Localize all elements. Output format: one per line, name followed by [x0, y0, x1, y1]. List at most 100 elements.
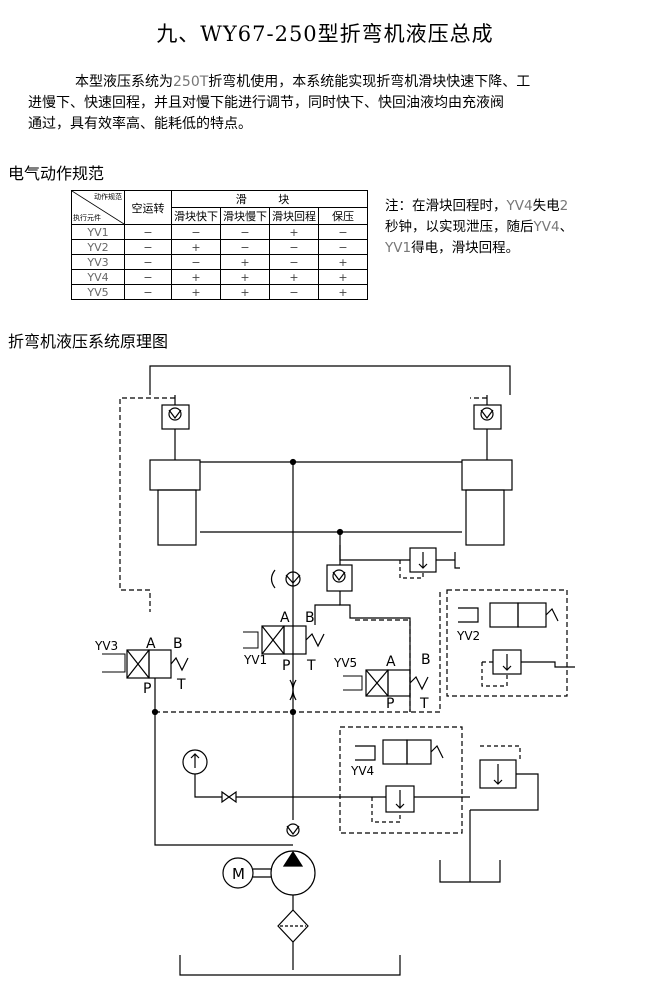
cell: −	[124, 224, 172, 240]
cylinder-left	[149, 429, 201, 546]
cell: +	[318, 284, 368, 300]
note-part: 失电	[532, 198, 560, 214]
port-t-yv5: T	[419, 696, 429, 712]
intro-paragraph: 本型液压系统为250T折弯机使用，本系统能实现折弯机滑块快速下降、工 进慢下、快…	[28, 72, 628, 135]
row-label: YV5	[71, 284, 125, 300]
cell: −	[124, 254, 172, 270]
cell: −	[318, 239, 368, 255]
prefill-valve-left	[161, 395, 190, 430]
cell: +	[318, 269, 368, 285]
cell: −	[124, 239, 172, 255]
row-label: YV2	[71, 239, 125, 255]
header-col: 滑块回程	[269, 207, 319, 225]
valve-group-yv4: YV4	[339, 726, 470, 834]
table-corner: 动作规范 执行元件	[71, 190, 125, 225]
port-b-yv3: B	[173, 636, 183, 652]
cell: +	[269, 269, 319, 285]
port-t-yv1: T	[306, 658, 316, 674]
cell: +	[171, 269, 221, 285]
table-row: YV1 − − − + −	[71, 224, 368, 240]
prefill-valve-right	[473, 395, 502, 430]
label-yv2: YV2	[456, 629, 480, 643]
table-row: YV5 − + + − +	[71, 284, 368, 300]
intro-text: 折弯机使用，本系统能实现折弯机滑块快速下降、工	[208, 74, 531, 90]
note-part: 、	[559, 219, 574, 235]
cell: −	[220, 224, 270, 240]
throttle-symbol	[289, 679, 297, 701]
port-t-yv3: T	[176, 677, 186, 693]
label-yv5: YV5	[333, 656, 357, 670]
tank-main	[179, 955, 401, 976]
intro-text: 通过，具有效率高、能耗低的特点。	[28, 116, 252, 132]
cell: −	[220, 239, 270, 255]
table-row: YV2 − + − − −	[71, 239, 368, 255]
header-col: 滑块慢下	[220, 207, 270, 225]
cell: +	[171, 239, 221, 255]
port-b-yv1: B	[305, 610, 315, 626]
valve-group-yv2: YV2	[446, 589, 575, 697]
section-heading-diagram: 折弯机液压系统原理图	[8, 332, 169, 351]
port-a-yv5: A	[386, 654, 396, 670]
cell: −	[269, 239, 319, 255]
relief-valve-top	[339, 532, 460, 579]
cell: −	[171, 254, 221, 270]
intro-text: 进慢下、快速回程，并且对慢下能进行调节，同时快下、快回油液均由充液阀	[28, 95, 504, 111]
cell: −	[269, 254, 319, 270]
header-group: 滑 块	[171, 190, 368, 208]
corner-diagonal	[72, 191, 124, 224]
pressure-gauge	[182, 749, 340, 804]
cell: +	[220, 284, 270, 300]
section-heading-actions: 电气动作规范	[8, 164, 105, 183]
row-label: YV1	[71, 224, 125, 240]
filter	[277, 895, 309, 970]
pilot-return	[155, 590, 441, 713]
note-part: 注：在滑块回程时，	[385, 198, 507, 214]
corner-bottom-label: 执行元件	[73, 214, 101, 222]
cell: +	[220, 254, 270, 270]
valve-yv5: YV5 A B P T	[333, 652, 431, 712]
tank-right	[439, 810, 501, 883]
cell: −	[318, 224, 368, 240]
motor-label: M	[232, 865, 245, 883]
cell: +	[220, 269, 270, 285]
cell: +	[318, 254, 368, 270]
pilot-line	[119, 397, 175, 612]
header-idle: 空运转	[124, 190, 172, 225]
hydraulic-schematic: YV1 A B P T YV3 A B P T YV5 A B P T	[94, 365, 575, 976]
label-yv3: YV3	[94, 639, 118, 653]
note-part: YV4	[533, 219, 560, 235]
header-col: 滑块快下	[171, 207, 221, 225]
port-b-yv5: B	[421, 652, 431, 668]
port-p-yv5: P	[386, 696, 394, 712]
cylinder-right	[461, 429, 513, 546]
table-row: YV3 − − + − +	[71, 254, 368, 270]
intro-tonnage: 250T	[173, 74, 209, 90]
note-part: 2	[559, 198, 569, 214]
row-label: YV4	[71, 269, 125, 285]
label-yv1: YV1	[243, 653, 267, 667]
cell: −	[124, 269, 172, 285]
port-p-yv3: P	[143, 681, 151, 697]
page-title: 九、WY67-250型折弯机液压总成	[156, 22, 494, 46]
cell: +	[171, 284, 221, 300]
port-a-yv1: A	[280, 610, 290, 626]
intro-text: 本型液压系统为	[75, 74, 173, 90]
corner-top-label: 动作规范	[94, 193, 122, 201]
press-frame	[149, 365, 511, 395]
header-col: 保压	[318, 207, 368, 225]
note-part: 得电，滑块回程。	[411, 240, 520, 256]
port-a-yv3: A	[146, 636, 156, 652]
check-valve-main	[270, 569, 301, 589]
cell: −	[124, 284, 172, 300]
action-table: 动作规范 执行元件 空运转 滑 块 滑块快下 滑块慢下 滑块回程 保压 YV1 …	[71, 190, 368, 300]
port-p-yv1: P	[282, 658, 290, 674]
motor: M	[222, 857, 271, 889]
check-valve-mid	[326, 545, 411, 712]
cell: −	[269, 284, 319, 300]
valve-yv3: YV3 A B P T	[94, 636, 189, 712]
cell: +	[269, 224, 319, 240]
label-yv4: YV4	[350, 764, 374, 778]
valve-yv1: YV1 A B P T	[243, 604, 340, 674]
cell: −	[171, 224, 221, 240]
note-text: 注：在滑块回程时，YV4失电2 秒钟，以实现泄压，随后YV4、 YV1得电，滑块…	[385, 196, 625, 259]
